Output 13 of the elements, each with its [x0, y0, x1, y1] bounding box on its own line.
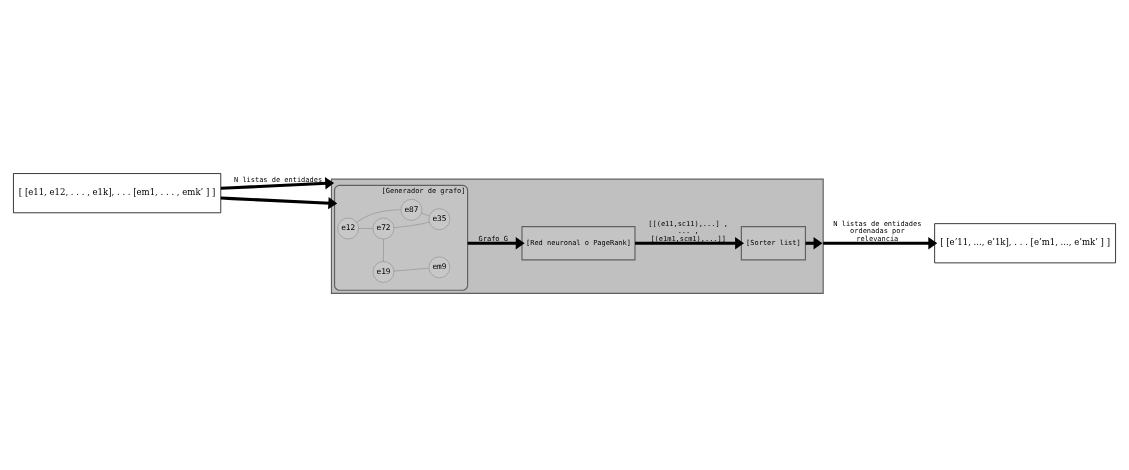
connector: [358, 228, 374, 229]
arrow: [220, 196, 338, 210]
arrow: [467, 237, 525, 250]
node-box: [ [e11, e12, . . . , e1k], . . . [em1, . . . , emk’ ] ]: [13, 173, 222, 214]
arrow: [813, 237, 938, 250]
node-box: [ [e’11, ..., e’1k], . . . [e’m1, ..., e’mk’ ] ]: [934, 223, 1116, 264]
connector: [393, 221, 430, 228]
arrow: [805, 237, 823, 250]
connector: [421, 212, 430, 217]
connector: [383, 238, 384, 262]
connector: [356, 209, 402, 223]
arrow: [635, 237, 745, 250]
arrow: [220, 177, 335, 190]
